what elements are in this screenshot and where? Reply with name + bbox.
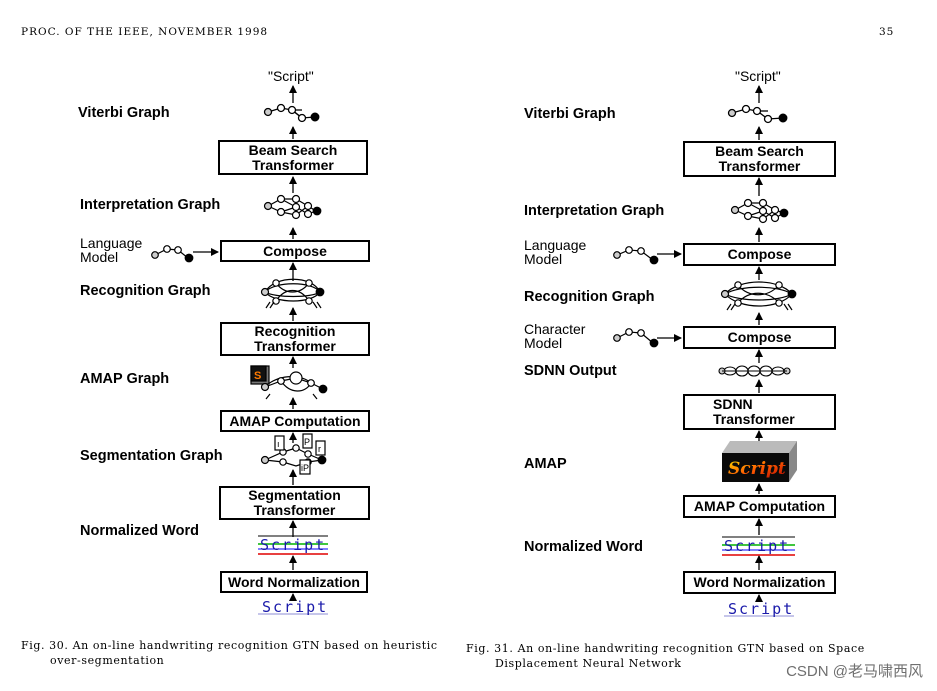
fig30-normalized-script-text: Script: [260, 536, 326, 554]
fig31-recognition-label: Recognition Graph: [524, 289, 655, 305]
csdn-watermark: CSDN @老马啸西风: [786, 663, 923, 680]
fig31-viterbi-label: Viterbi Graph: [524, 106, 616, 122]
fig30-compose-box: Compose: [220, 240, 370, 262]
fig30-wordnorm-box: Word Normalization: [220, 571, 368, 593]
fig30-interpretation-graph: [263, 194, 322, 220]
fig30-amap-graph: S: [250, 365, 328, 400]
fig31-recognition-graph: [720, 281, 797, 311]
fig31-normalized-label: Normalized Word: [524, 539, 643, 555]
fig30-interpretation-label: Interpretation Graph: [80, 197, 221, 213]
fig30-caption: Fig. 30. An on-line handwriting recognit…: [21, 639, 438, 667]
fig31-compose-box-1: Compose: [683, 243, 836, 266]
fig30-raw-script-text: Script: [262, 598, 328, 616]
fig31-viterbi-graph: [727, 104, 788, 124]
svg-text:P: P: [304, 437, 310, 447]
fig31-language-model-graph: [613, 246, 659, 265]
fig30-arrows: [193, 85, 297, 601]
fig31-output-label: "Script": [735, 68, 781, 84]
fig31-sdnn-output-graph: [718, 365, 791, 377]
fig30-viterbi-label: Viterbi Graph: [78, 105, 170, 121]
fig31-arrows: [657, 85, 763, 602]
page-number: 35: [879, 26, 895, 38]
fig30-language-model-graph: [151, 245, 194, 263]
fig31-normalized-script-text: Script: [724, 537, 790, 555]
fig31-raw-script-text: Script: [728, 600, 794, 618]
fig31-interpretation-graph: [730, 198, 789, 224]
fig31-interpretation-label: Interpretation Graph: [524, 203, 665, 219]
fig30-recognition-graph: [260, 278, 325, 309]
fig30-segmentation-label: Segmentation Graph: [80, 448, 223, 464]
fig30-normalized-label: Normalized Word: [80, 523, 199, 539]
fig31-wordnorm-box: Word Normalization: [683, 571, 836, 594]
fig31-normalized-word: Script: [722, 536, 795, 556]
fig31-compose-box-2: Compose: [683, 326, 836, 349]
fig31-amap-label: AMAP: [524, 456, 567, 472]
fig30-normalized-word: Script: [258, 535, 328, 555]
fig31-caption: Fig. 31. An on-line handwriting recognit…: [466, 642, 865, 670]
svg-text:iP: iP: [301, 463, 309, 473]
svg-text:ı: ı: [277, 439, 280, 449]
fig30-amap-computation-box: AMAP Computation: [220, 410, 370, 432]
journal-header: PROC. OF THE IEEE, NOVEMBER 1998: [21, 26, 269, 38]
fig30-viterbi-graph: [263, 103, 320, 123]
fig30-recognition-label: Recognition Graph: [80, 283, 211, 299]
fig30-output-label: "Script": [268, 68, 314, 84]
svg-text:S: S: [254, 370, 261, 382]
fig31-amap-computation-box: AMAP Computation: [683, 495, 836, 518]
fig31-sdnn-output-label: SDNN Output: [524, 363, 617, 379]
fig31-amap-script-text: Script: [728, 459, 786, 479]
fig30-amap-graph-label: AMAP Graph: [80, 371, 170, 387]
fig30-segmentation-graph: ı P r iP: [260, 433, 327, 475]
fig31-amap-image: Script: [722, 441, 797, 482]
fig31-character-model-graph: [613, 328, 659, 348]
svg-text:r: r: [318, 444, 321, 454]
